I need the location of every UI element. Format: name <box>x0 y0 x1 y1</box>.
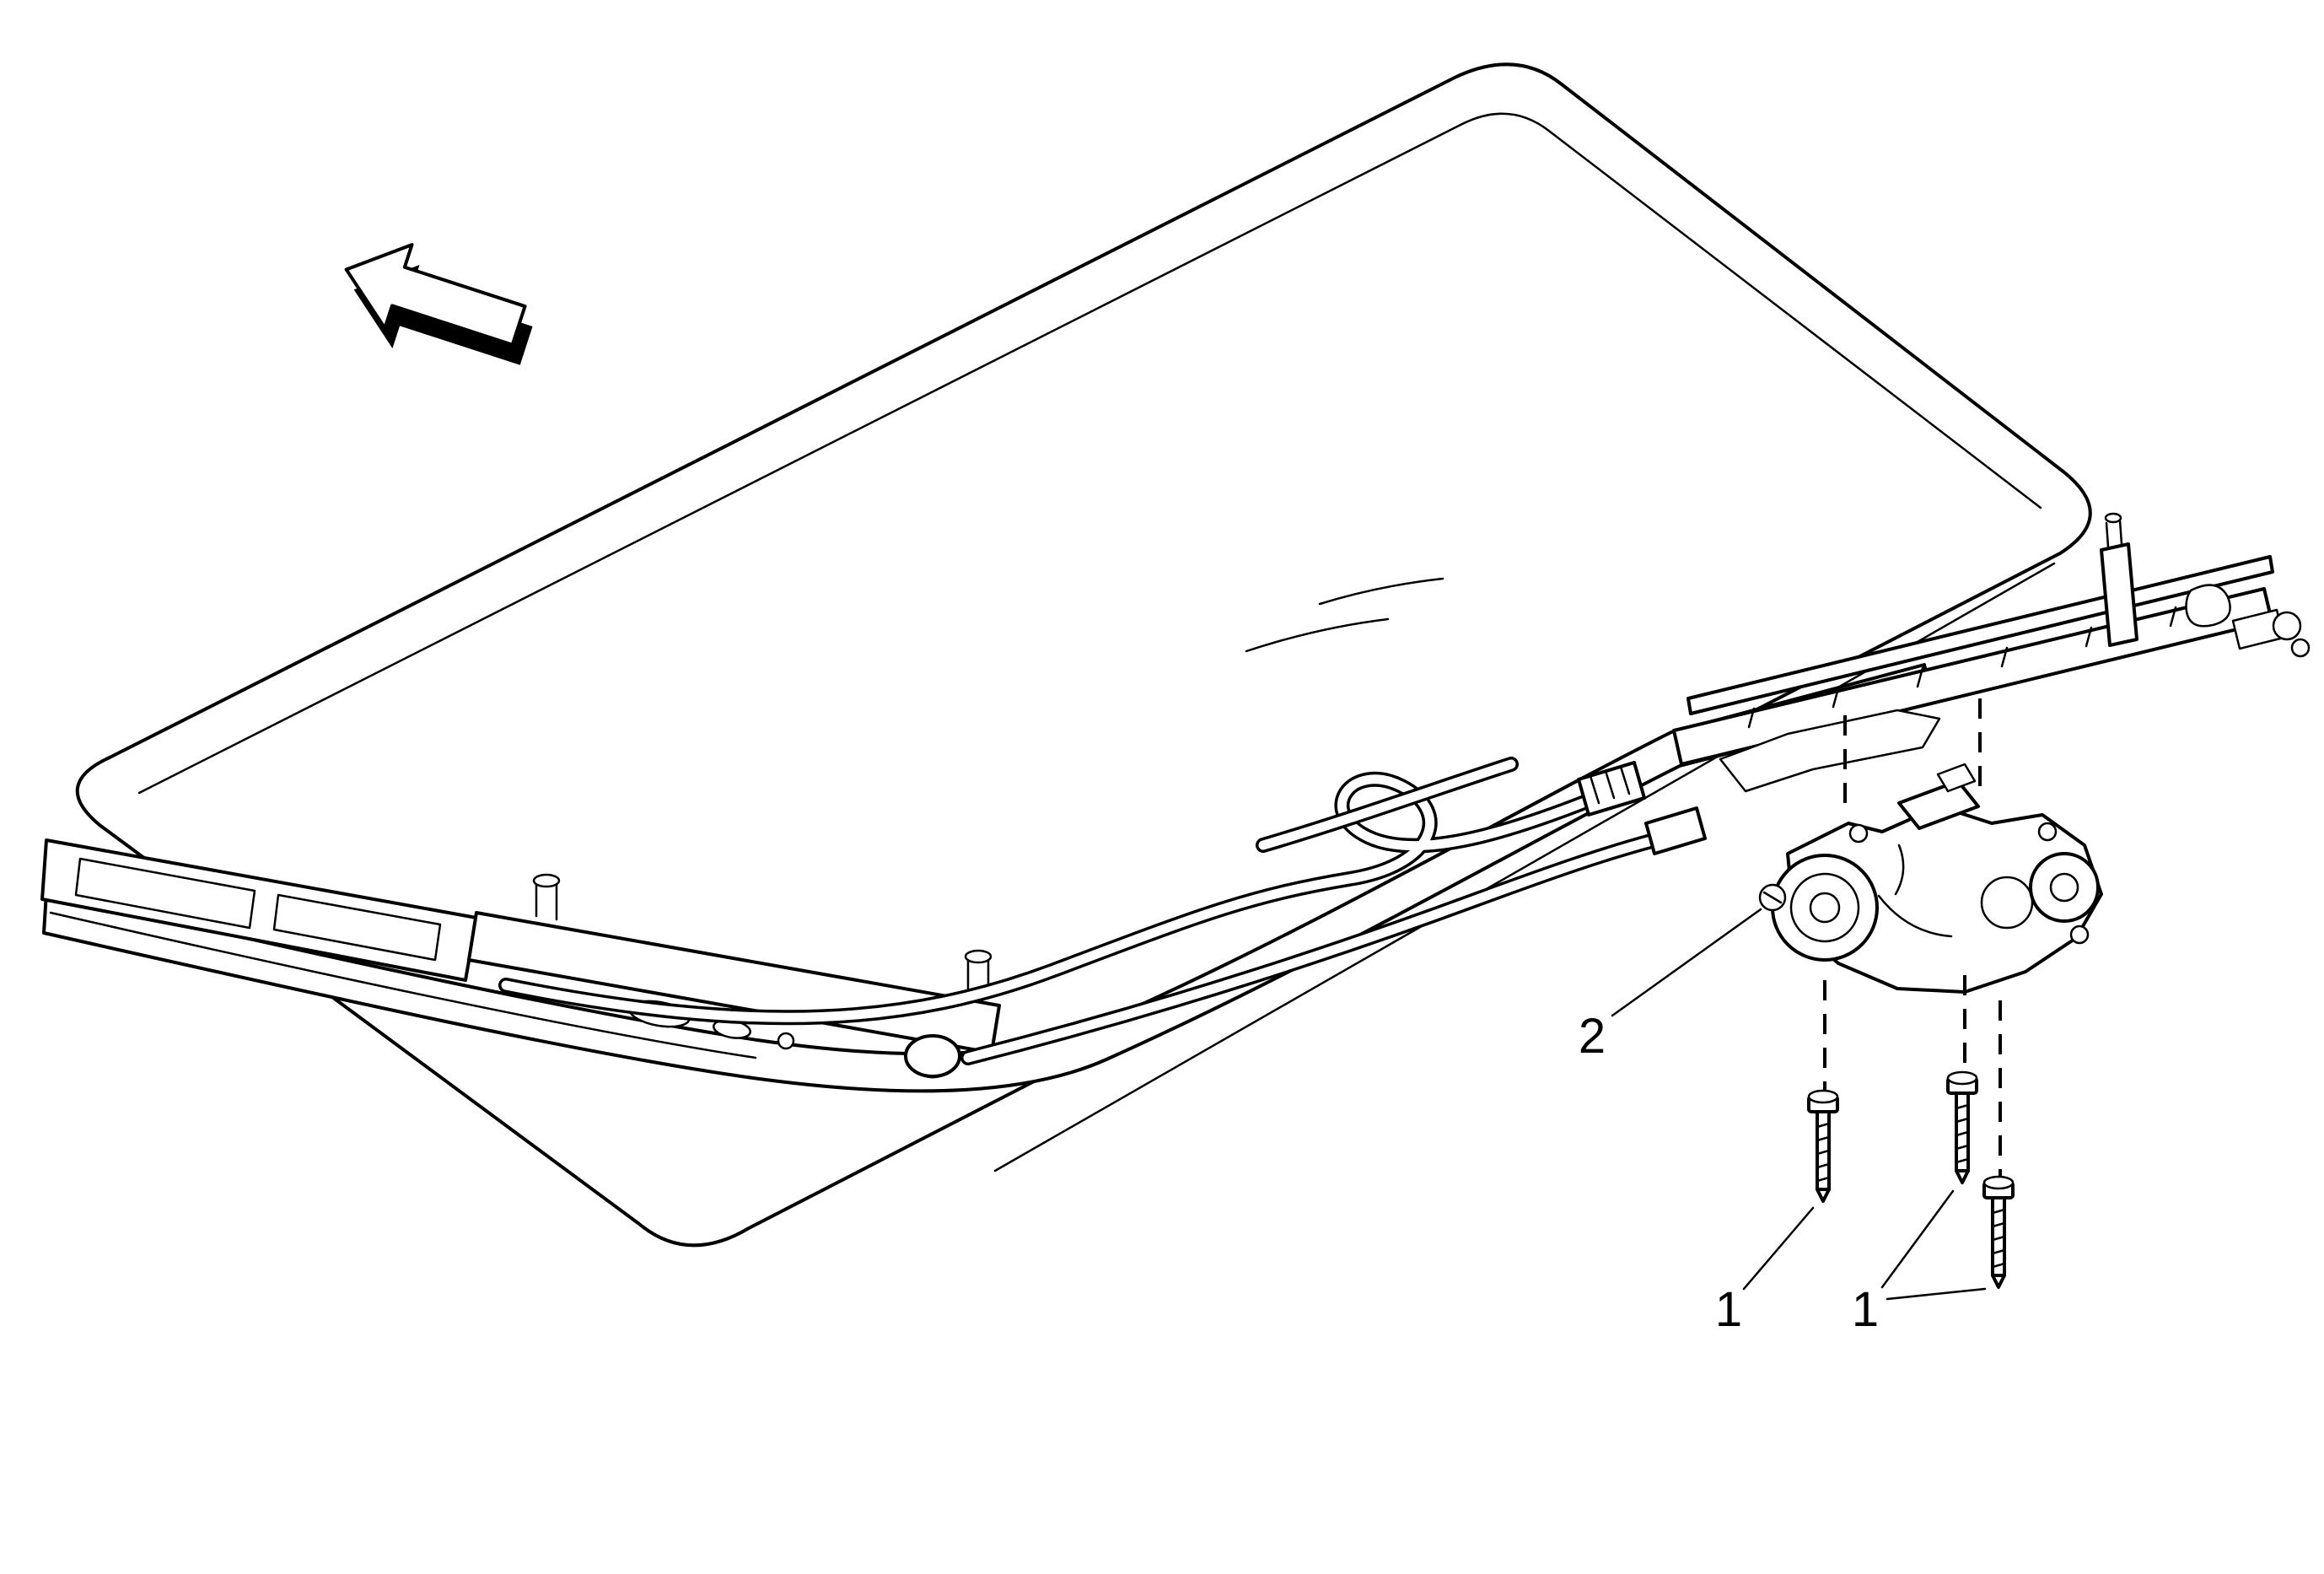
tray-vent-1 <box>74 857 256 930</box>
frame-band-inner-line <box>49 911 757 1059</box>
hose-main-inner <box>501 774 1592 1022</box>
bolt-2 <box>1946 1070 1978 1184</box>
rail-end-roller-2 <box>2290 638 2311 658</box>
leader-line-callout-2 <box>1611 908 1762 1017</box>
stud-left-stem <box>535 881 558 921</box>
motor-end-cap <box>2029 852 2100 923</box>
actuator-motor <box>1758 698 2103 994</box>
motor-housing <box>1786 805 2103 994</box>
direction-arrow-icon <box>344 243 533 365</box>
stud-right-cap <box>964 949 993 964</box>
motor-screw-slot <box>1762 891 1783 904</box>
frame-hole-3 <box>777 1032 795 1050</box>
motor-body-lines <box>1877 844 1953 938</box>
rail-end-roller-1 <box>2272 611 2302 641</box>
motor-gear-cap-hub <box>1809 892 1841 924</box>
guide-rail <box>1672 512 2311 793</box>
rail-hatch-lines <box>1747 606 2177 729</box>
leader-line-callout-1-right-a <box>1880 1189 1955 1289</box>
rail-post <box>2100 542 2138 647</box>
bolt-2-head-top <box>1946 1070 1978 1086</box>
callout-1-right-label: 1 <box>1852 1282 1879 1337</box>
motor-gear-cap-ring <box>1789 872 1860 943</box>
bolt-3-head-top <box>1982 1175 2015 1190</box>
callout-1-left-label: 1 <box>1715 1282 1742 1337</box>
bolt-2-tip <box>1955 1169 1970 1184</box>
motor-connector-tab <box>1936 763 1977 793</box>
glass-reflection-1 <box>1245 617 1390 653</box>
bolt-3-threads <box>1991 1208 2006 1269</box>
hose-short-inner <box>1258 759 1516 850</box>
mounting-bolts <box>1807 975 2015 1289</box>
bolt-3-tip <box>1991 1274 2006 1289</box>
hose-second-inner <box>963 835 1660 1063</box>
bolt-1-tip <box>1816 1188 1831 1203</box>
motor-ear-hole-3 <box>2069 924 2090 945</box>
motor-connector <box>1897 779 1980 830</box>
leader-line-callout-1-left <box>1742 1206 1815 1291</box>
bolt-2-threads <box>1955 1103 1970 1164</box>
rail-post-stud-cap <box>2104 512 2122 524</box>
leader-line-callout-1-right-b <box>1886 1287 1987 1301</box>
motor-ear-hole-2 <box>2037 822 2058 842</box>
bolt-1-head-top <box>1807 1089 1839 1104</box>
direction-arrow-body <box>344 243 527 347</box>
stud-left-cap <box>532 873 561 888</box>
glass-inner-edge <box>137 112 2042 795</box>
motor-body-ring <box>1980 876 2034 930</box>
callout-2-label: 2 <box>1579 1009 1606 1064</box>
rail-hook-bracket <box>2185 584 2231 628</box>
bolt-3 <box>1982 1175 2015 1289</box>
motor-mount-bracket <box>1719 709 1941 793</box>
rail-post-stud-stem <box>2105 519 2123 548</box>
drain-hose-bundle <box>498 757 1707 1065</box>
motor-ear-hole-1 <box>1848 823 1869 844</box>
callouts: 2 1 1 <box>1579 908 1987 1337</box>
motor-end-cap-hub <box>2049 872 2079 903</box>
bolt-1 <box>1807 1089 1839 1203</box>
tray-vent-2 <box>272 893 442 962</box>
hose-connector-a-ribs <box>1589 765 1631 805</box>
bolt-1-threads <box>1816 1122 1831 1183</box>
glass-reflection-2 <box>1318 577 1444 606</box>
hose-connector-b <box>1644 806 1707 855</box>
frame-boss-base <box>906 1063 960 1079</box>
